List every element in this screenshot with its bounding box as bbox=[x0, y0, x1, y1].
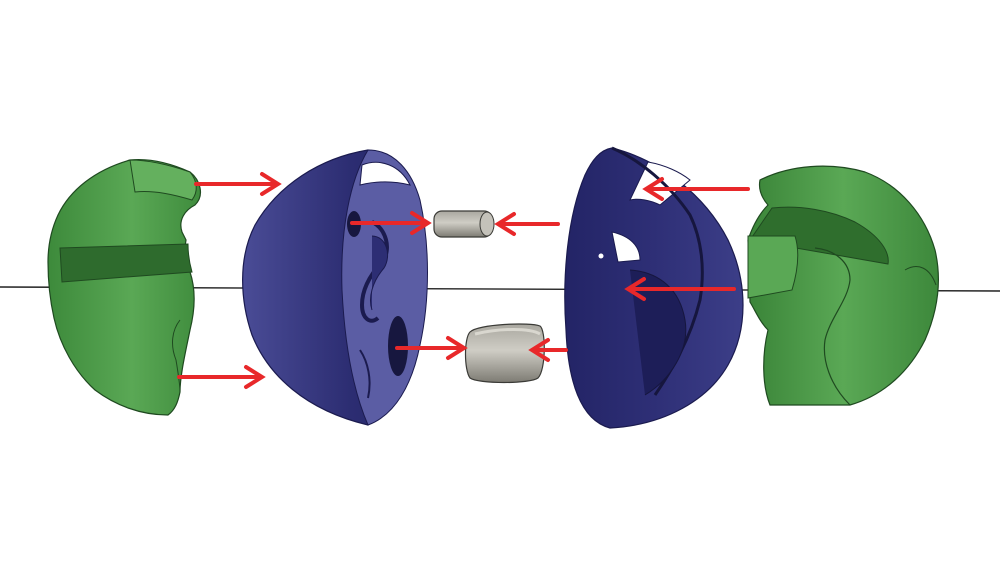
arrow-green-right-bottom bbox=[624, 277, 736, 301]
arrow-green-right-top bbox=[642, 177, 750, 201]
arrow-blue-right-to-pin-large bbox=[528, 338, 568, 362]
pin-large bbox=[464, 323, 545, 384]
arrow-blue-right-to-pin-small bbox=[494, 212, 560, 236]
green-outer-right bbox=[747, 165, 939, 406]
arrow-green-left-bottom bbox=[177, 365, 266, 389]
blue-hemisphere-left bbox=[242, 149, 428, 426]
arrows bbox=[177, 172, 750, 389]
arrow-green-left-top bbox=[194, 172, 282, 196]
arrow-blue-left-to-pin-large bbox=[395, 336, 468, 360]
green-outer-left bbox=[47, 158, 202, 416]
arrow-blue-left-to-pin-small bbox=[350, 211, 432, 235]
pin-small bbox=[433, 210, 495, 238]
